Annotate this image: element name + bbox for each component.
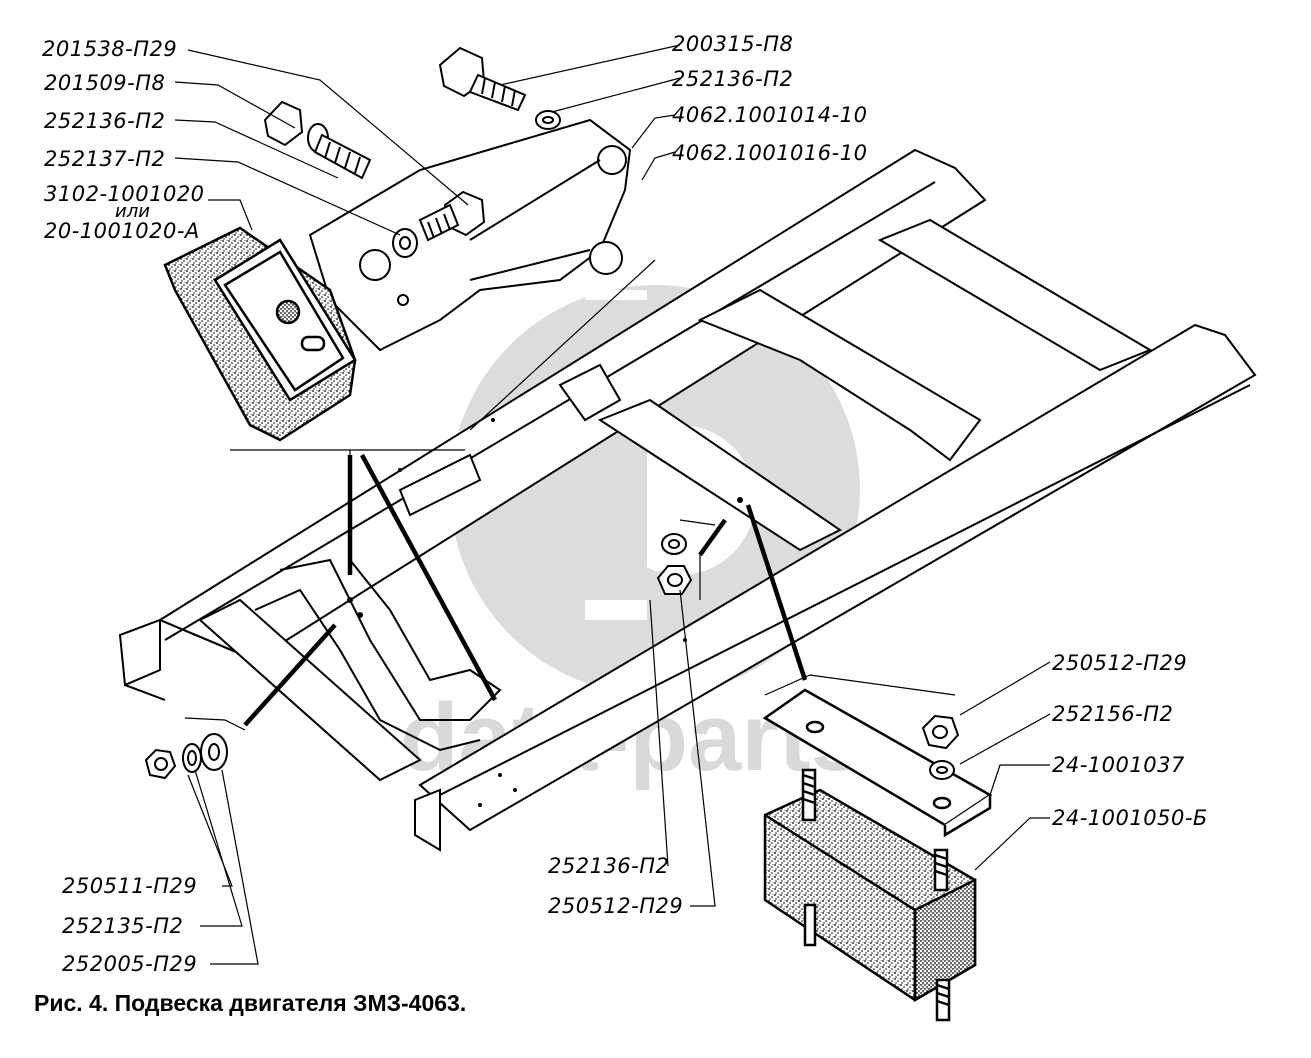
part-labels: 201538-П29 201509-П8 252136-П2 252137-П2… bbox=[42, 32, 1208, 976]
frame-right-rail bbox=[118, 148, 987, 701]
washer-252136-top bbox=[535, 110, 561, 130]
label-250512-a: 250512-П29 bbox=[1052, 651, 1187, 675]
frame-holes bbox=[347, 418, 743, 807]
label-24-1001037: 24-1001037 bbox=[1052, 753, 1185, 777]
label-252156: 252156-П2 bbox=[1052, 702, 1173, 726]
leader-lines bbox=[174, 44, 1051, 965]
washer-252137 bbox=[392, 228, 418, 258]
label-252135: 252135-П2 bbox=[62, 914, 183, 938]
label-200315: 200315-П8 bbox=[672, 32, 793, 56]
bolt-201509 bbox=[263, 100, 372, 180]
assembly-brackets bbox=[184, 259, 956, 731]
bolt-201538 bbox=[418, 190, 486, 242]
label-201538: 201538-П29 bbox=[42, 37, 177, 61]
label-250511: 250511-П29 bbox=[62, 874, 197, 898]
washer-252005 bbox=[200, 733, 228, 771]
label-252136-a: 252136-П2 bbox=[44, 109, 165, 133]
assembly-lines bbox=[243, 453, 808, 727]
nut-250512-mid bbox=[656, 565, 693, 595]
label-20-1001020-a: 20-1001020-А bbox=[44, 219, 200, 243]
washer-252135 bbox=[182, 743, 202, 773]
label-250512-b: 250512-П29 bbox=[548, 894, 683, 918]
label-252137: 252137-П2 bbox=[44, 147, 165, 171]
label-24-1001050-b: 24-1001050-Б bbox=[1052, 806, 1208, 830]
frame-crossmembers bbox=[198, 218, 1153, 782]
label-201509: 201509-П8 bbox=[44, 71, 165, 95]
nut-250511 bbox=[144, 748, 177, 780]
label-3102-1001020: 3102-1001020 bbox=[44, 182, 205, 206]
washer-252136-mid bbox=[661, 533, 687, 555]
frame-left-rail bbox=[414, 323, 1257, 852]
label-252136-c: 252136-П2 bbox=[548, 854, 669, 878]
nut-250512-rear bbox=[921, 714, 960, 750]
label-or: или bbox=[115, 201, 150, 222]
label-252005: 252005-П29 bbox=[62, 952, 197, 976]
front-rubber-pad bbox=[163, 226, 357, 442]
label-252136-b: 252136-П2 bbox=[672, 67, 793, 91]
figure-caption: Рис. 4. Подвеска двигателя ЗМЗ-4063. bbox=[34, 990, 467, 1016]
bolt-200315 bbox=[438, 46, 527, 112]
label-4062-1001016: 4062.1001016-10 bbox=[672, 141, 867, 165]
engine-bracket bbox=[308, 118, 632, 352]
label-4062-1001014: 4062.1001014-10 bbox=[672, 103, 867, 127]
rear-rubber-cushion bbox=[763, 768, 977, 1022]
washer-252156 bbox=[929, 760, 955, 780]
